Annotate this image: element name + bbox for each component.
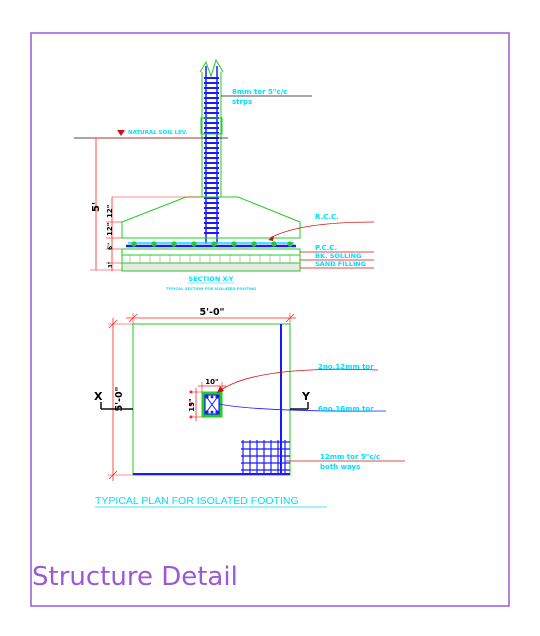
footing-outline xyxy=(121,196,301,239)
corner-bars-note: 6no.16mm tor xyxy=(318,405,374,413)
plan-title: TYPICAL PLAN FOR ISOLATED FOOTING xyxy=(95,495,299,507)
dim-12c-label: 6" xyxy=(107,243,114,250)
pcc-label: P.C.C. xyxy=(315,244,337,252)
plan-dim-width-slash-r xyxy=(285,313,295,323)
sand-filling-layer xyxy=(121,262,301,272)
plan-height-label: 5'-0" xyxy=(114,386,125,411)
sand-label: SAND FILLING xyxy=(315,260,366,268)
column-bars-leader xyxy=(216,368,379,394)
section-y-label: Y xyxy=(301,390,311,403)
mesh-note-2: both ways xyxy=(320,463,360,471)
dim-3-label: 3" xyxy=(108,262,114,268)
rcc-leader xyxy=(269,221,375,239)
col-width-label: 10" xyxy=(205,378,218,386)
pcc-layer xyxy=(121,248,301,256)
dim-12b-label: 12" xyxy=(106,223,114,236)
footing-bar-dots xyxy=(131,241,293,247)
col-height-label: 15" xyxy=(188,398,196,411)
ngl-label: NATURAL SOIL LEV. xyxy=(128,130,188,136)
section-view: NATURAL SOIL LEV. 8mm tor 5"c/c strps 5'… xyxy=(74,58,375,291)
plan-view: 5'-0" 5'-0" 10" 15" X Y 2no.12mm tor 6no… xyxy=(94,307,405,508)
section-title: SECTION X-Y xyxy=(189,275,234,283)
column-plan-bars xyxy=(205,395,219,414)
plan-dim-height-slash-b xyxy=(108,470,118,480)
brick-soling-layer xyxy=(121,254,301,264)
column-bars-note: 2no.12mm tor xyxy=(318,363,374,371)
ngl-marker xyxy=(117,130,125,136)
section-x-label: X xyxy=(94,390,103,403)
rcc-label: R.C.C. xyxy=(315,213,339,221)
plan-dim-height-slash-t xyxy=(108,319,118,329)
column-break-mark xyxy=(199,58,224,78)
section-subtitle: TYPICAL SECTION FOR ISOLATED FOOTING xyxy=(166,286,256,291)
column-bars-arrow xyxy=(217,386,224,393)
dim-depth-label: 5' xyxy=(91,202,102,212)
stirrup-note-2: strps xyxy=(232,98,252,106)
plan-dim-width-slash-l xyxy=(128,313,138,323)
stirrup-note: 8mm tor 5"c/c xyxy=(232,88,287,96)
sheet-frame xyxy=(30,32,510,607)
plan-width-label: 5'-0" xyxy=(199,307,224,318)
sheet-title: Structure Detail xyxy=(32,562,238,592)
col-dim-dots xyxy=(189,390,193,419)
soling-label: BK. SOLLING xyxy=(315,252,361,260)
rcc-arrow xyxy=(268,236,274,241)
mesh-note: 12mm tor 5"c/c xyxy=(320,453,380,461)
corner-bars-leader xyxy=(218,403,387,412)
dim-12a-label: 12" xyxy=(106,205,114,218)
ngl-column-marker xyxy=(200,117,223,135)
plan-rebar-mesh xyxy=(241,440,290,475)
brick-soling-hatch xyxy=(129,255,291,263)
